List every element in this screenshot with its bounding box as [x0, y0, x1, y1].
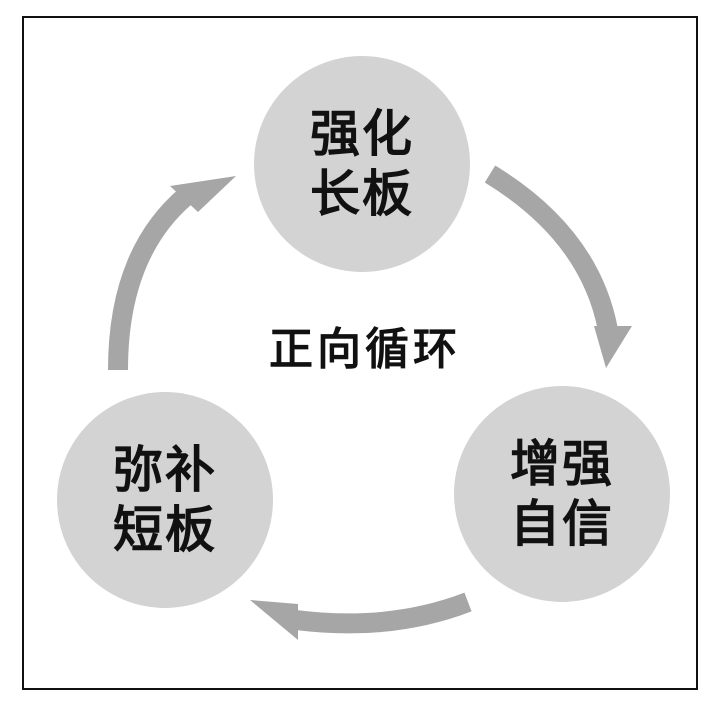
arrow-right-to-left	[250, 592, 472, 640]
node-top-line1: 强化	[310, 105, 414, 163]
node-top-line2: 长板	[310, 165, 414, 223]
arrow-top-to-right	[484, 165, 632, 368]
node-strengthen-strengths: 强化 长板	[254, 56, 470, 272]
node-left-line2: 短板	[113, 501, 217, 559]
node-right-line1: 增强	[510, 435, 614, 493]
center-label: 正向循环	[269, 324, 461, 375]
node-boost-confidence: 增强 自信	[454, 386, 670, 602]
node-right-line2: 自信	[510, 495, 614, 553]
node-left-line1: 弥补	[113, 441, 217, 499]
node-fix-weaknesses: 弥补 短板	[57, 392, 273, 608]
arrow-left-to-top	[108, 176, 236, 371]
